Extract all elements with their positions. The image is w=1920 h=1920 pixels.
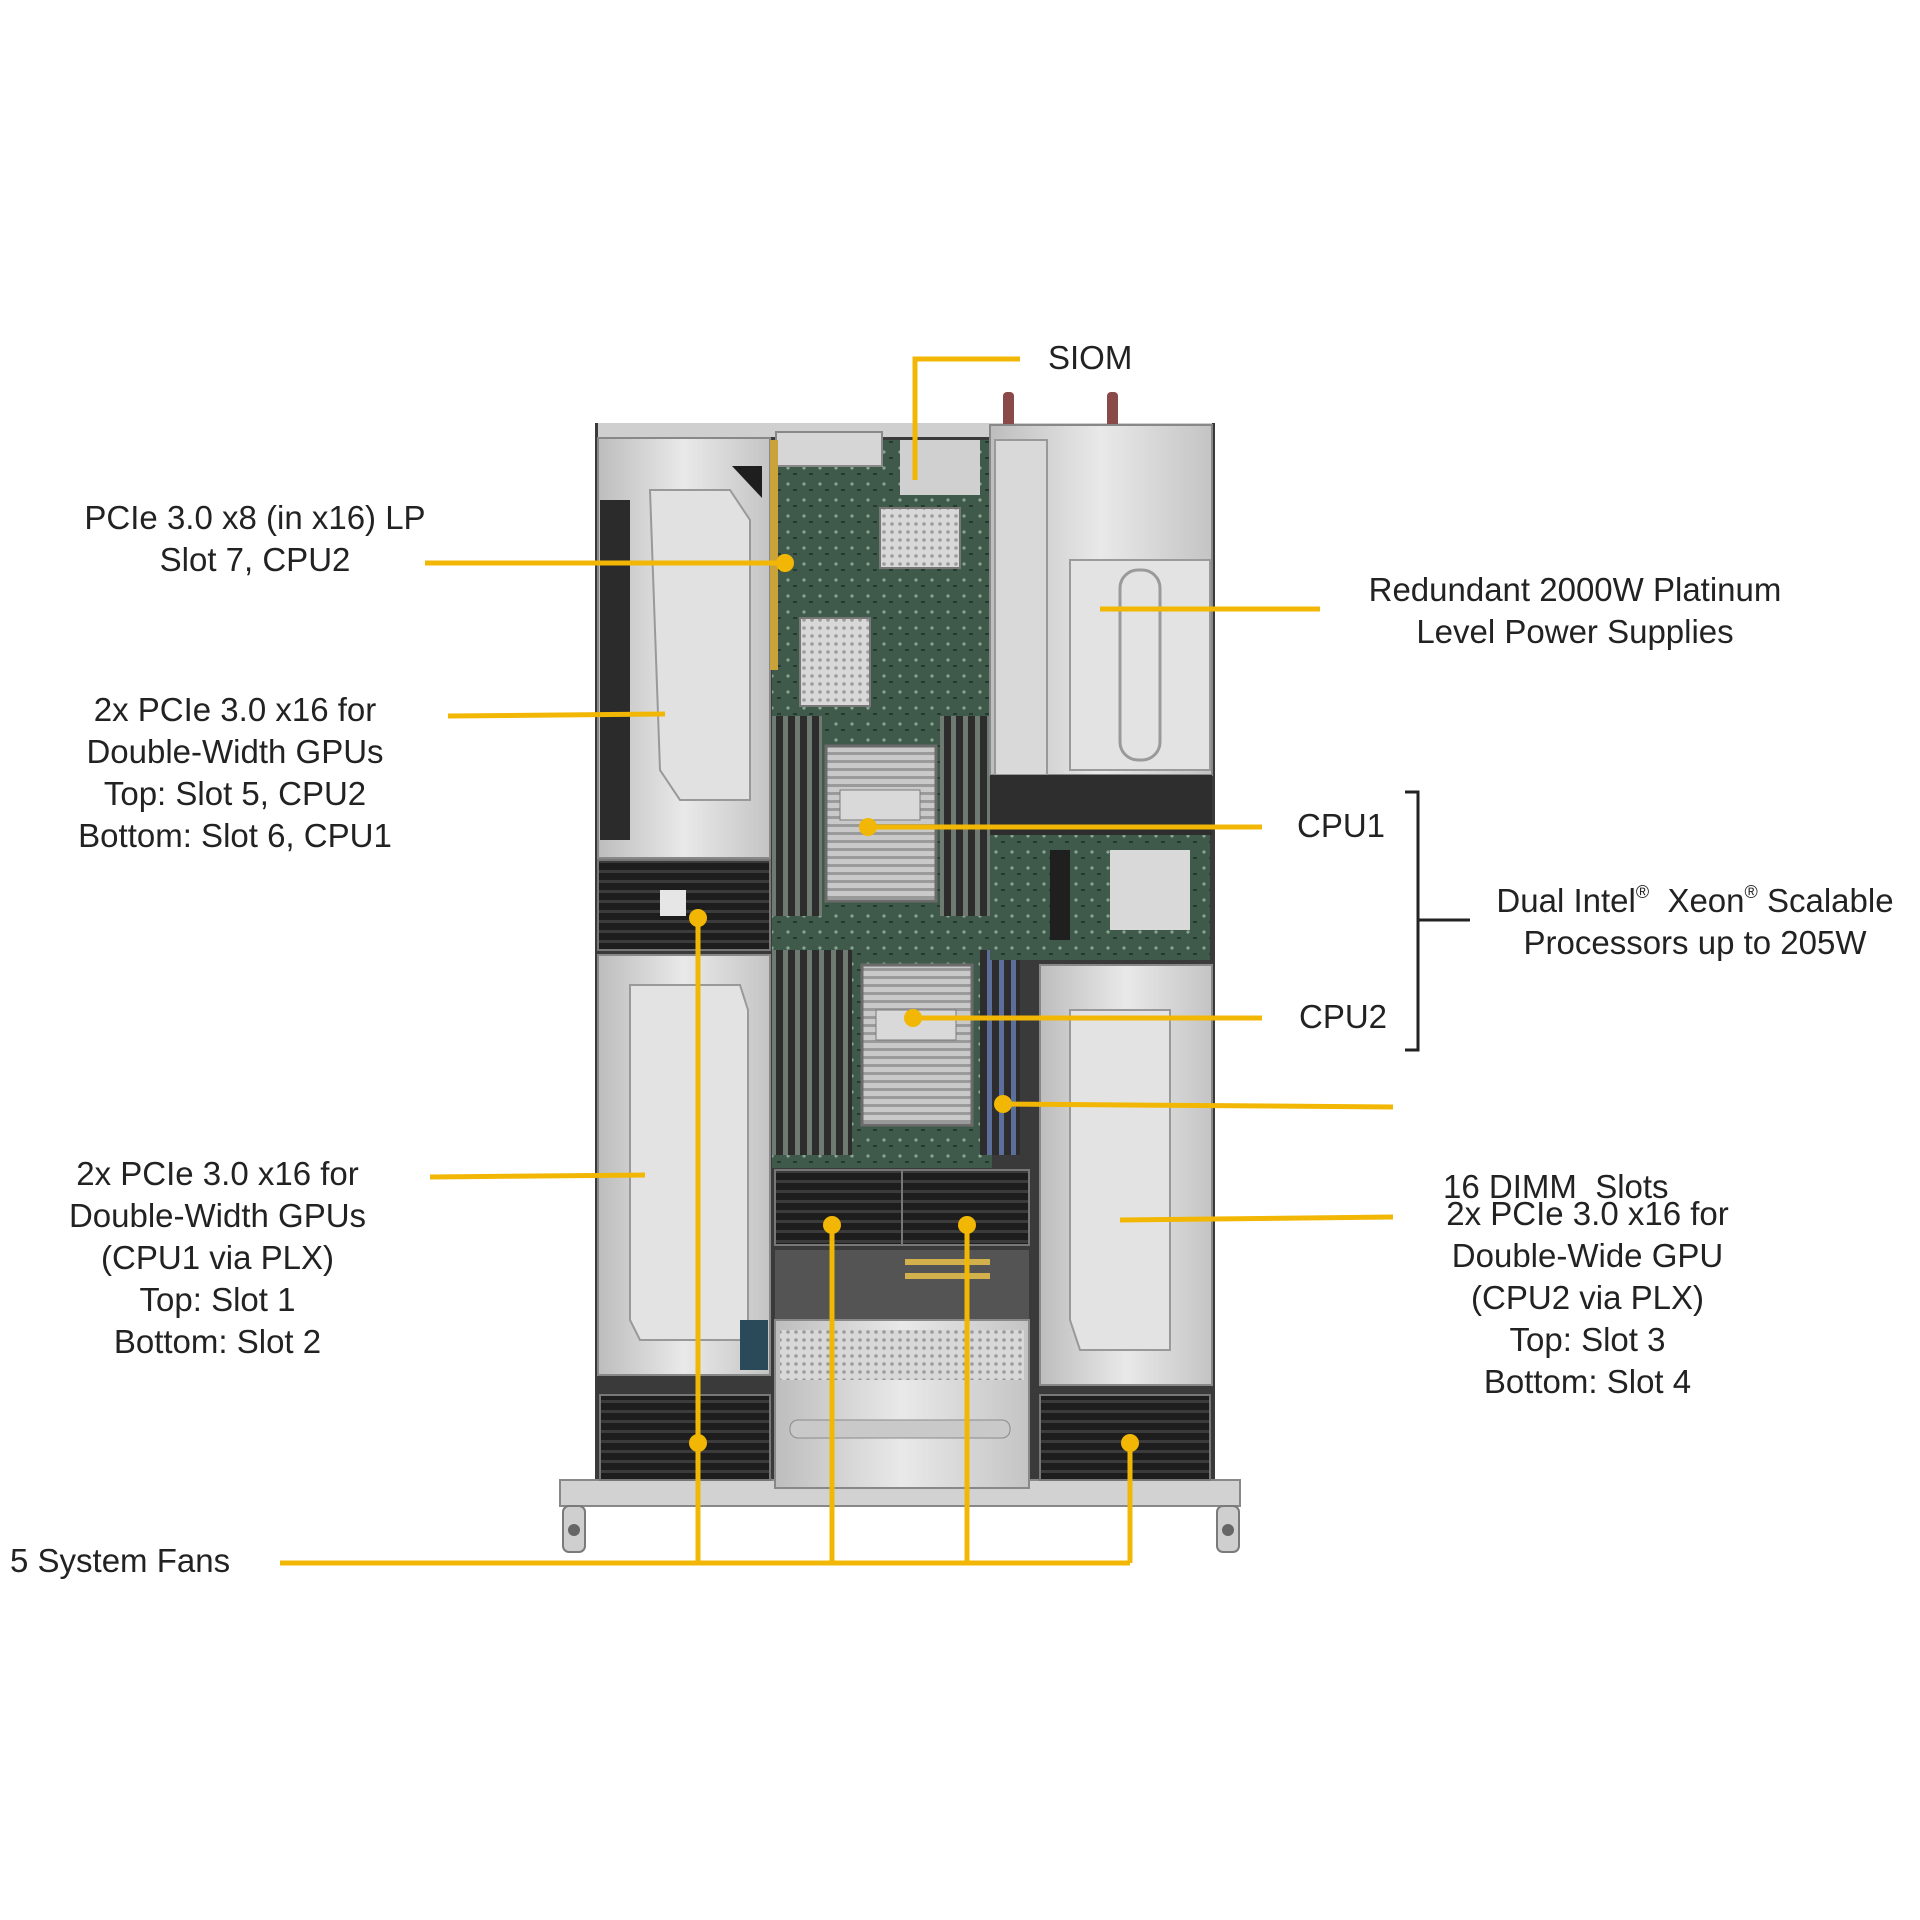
label-siom-line: SIOM [1048, 339, 1133, 376]
label-dimm-slots: 16 DIMM Slots [1443, 1082, 1669, 1292]
registered-mark-1: ® [1635, 882, 1650, 902]
label-pcie-lp: PCIe 3.0 x8 (in x16) LP Slot 7, CPU2 [40, 497, 470, 581]
label-pcie-lp-line-1: PCIe 3.0 x8 (in x16) LP [84, 499, 426, 536]
label-gpu-upper-left: 2x PCIe 3.0 x16 for Double-Width GPUs To… [40, 689, 430, 857]
leader-dot-fan-1 [689, 909, 707, 927]
label-gpu-lower-left-line-2: Double-Width GPUs [68, 1197, 367, 1234]
leader-dot-fan-3 [823, 1216, 841, 1234]
label-gpu-lower-left-line-3: (CPU1 via PLX) [101, 1239, 334, 1276]
label-gpu-right-line-1: 2x PCIe 3.0 x16 for [1446, 1195, 1729, 1232]
label-cpu2-line: CPU2 [1299, 998, 1388, 1035]
label-gpu-lower-left-line-1: 2x PCIe 3.0 x16 for [76, 1155, 359, 1192]
label-cpu1-line: CPU1 [1297, 807, 1386, 844]
leader-dot-fan-4 [958, 1216, 976, 1234]
label-dual-xeon-scalable: Scalable [1757, 882, 1894, 919]
leader-dot-dimm [994, 1095, 1012, 1113]
label-dual-xeon-line-2: Processors up to 205W [1523, 924, 1867, 961]
label-gpu-upper-left-line-4: Bottom: Slot 6, CPU1 [78, 817, 392, 854]
label-gpu-right-line-4: Top: Slot 3 [1509, 1321, 1666, 1358]
label-gpu-right-line-5: Bottom: Slot 4 [1483, 1363, 1692, 1400]
label-pcie-lp-line-2: Slot 7, CPU2 [159, 541, 351, 578]
label-siom: SIOM [1048, 337, 1132, 379]
leader-line-fans [280, 918, 1133, 1566]
processor-bracket [1405, 790, 1470, 1052]
leader-line-gpu-right [1119, 1214, 1394, 1223]
leader-dot-fan-2 [689, 1434, 707, 1452]
label-gpu-lower-left-line-4: Top: Slot 1 [139, 1281, 296, 1318]
leader-dot-pcie-lp [776, 554, 794, 572]
label-dual-xeon-line-1: Dual Intel® Xeon® Scalable [1480, 880, 1910, 922]
label-gpu-right-line-3: (CPU2 via PLX) [1471, 1279, 1704, 1316]
label-gpu-upper-left-line-2: Double-Width GPUs [86, 733, 384, 770]
label-dual-xeon-xeon: Xeon [1649, 882, 1745, 919]
leader-dot-cpu1 [859, 818, 877, 836]
label-gpu-right: 2x PCIe 3.0 x16 for Double-Wide GPU (CPU… [1400, 1193, 1775, 1403]
leader-line-dimm [1002, 1101, 1394, 1110]
leader-line-siom [912, 356, 1020, 480]
label-gpu-lower-left-line-5: Bottom: Slot 2 [113, 1323, 322, 1360]
label-gpu-upper-left-line-3: Top: Slot 5, CPU2 [103, 775, 367, 812]
leader-dot-cpu2 [904, 1009, 922, 1027]
label-gpu-right-line-2: Double-Wide GPU [1451, 1237, 1724, 1274]
leader-line-gpu-upper-left [447, 711, 666, 719]
label-gpu-lower-left: 2x PCIe 3.0 x16 for Double-Width GPUs (C… [30, 1153, 405, 1363]
label-power-supplies: Redundant 2000W Platinum Level Power Sup… [1330, 569, 1820, 653]
leader-dot-fan-5 [1121, 1434, 1139, 1452]
label-system-fans: 5 System Fans [10, 1540, 230, 1582]
label-power-line-1: Redundant 2000W Platinum [1368, 571, 1782, 608]
registered-mark-2: ® [1744, 882, 1758, 902]
label-power-line-2: Level Power Supplies [1416, 613, 1734, 650]
label-gpu-upper-left-line-1: 2x PCIe 3.0 x16 for [93, 691, 377, 728]
label-dual-xeon-intel: Dual Intel [1496, 882, 1636, 919]
label-cpu1: CPU1 [1297, 805, 1385, 847]
label-cpu2: CPU2 [1299, 996, 1387, 1038]
label-system-fans-line: 5 System Fans [10, 1542, 231, 1579]
leader-line-gpu-lower-left [429, 1172, 646, 1180]
label-dimm-line: 16 DIMM Slots [1443, 1168, 1669, 1205]
label-dual-xeon: Dual Intel® Xeon® Scalable Processors up… [1480, 880, 1910, 964]
